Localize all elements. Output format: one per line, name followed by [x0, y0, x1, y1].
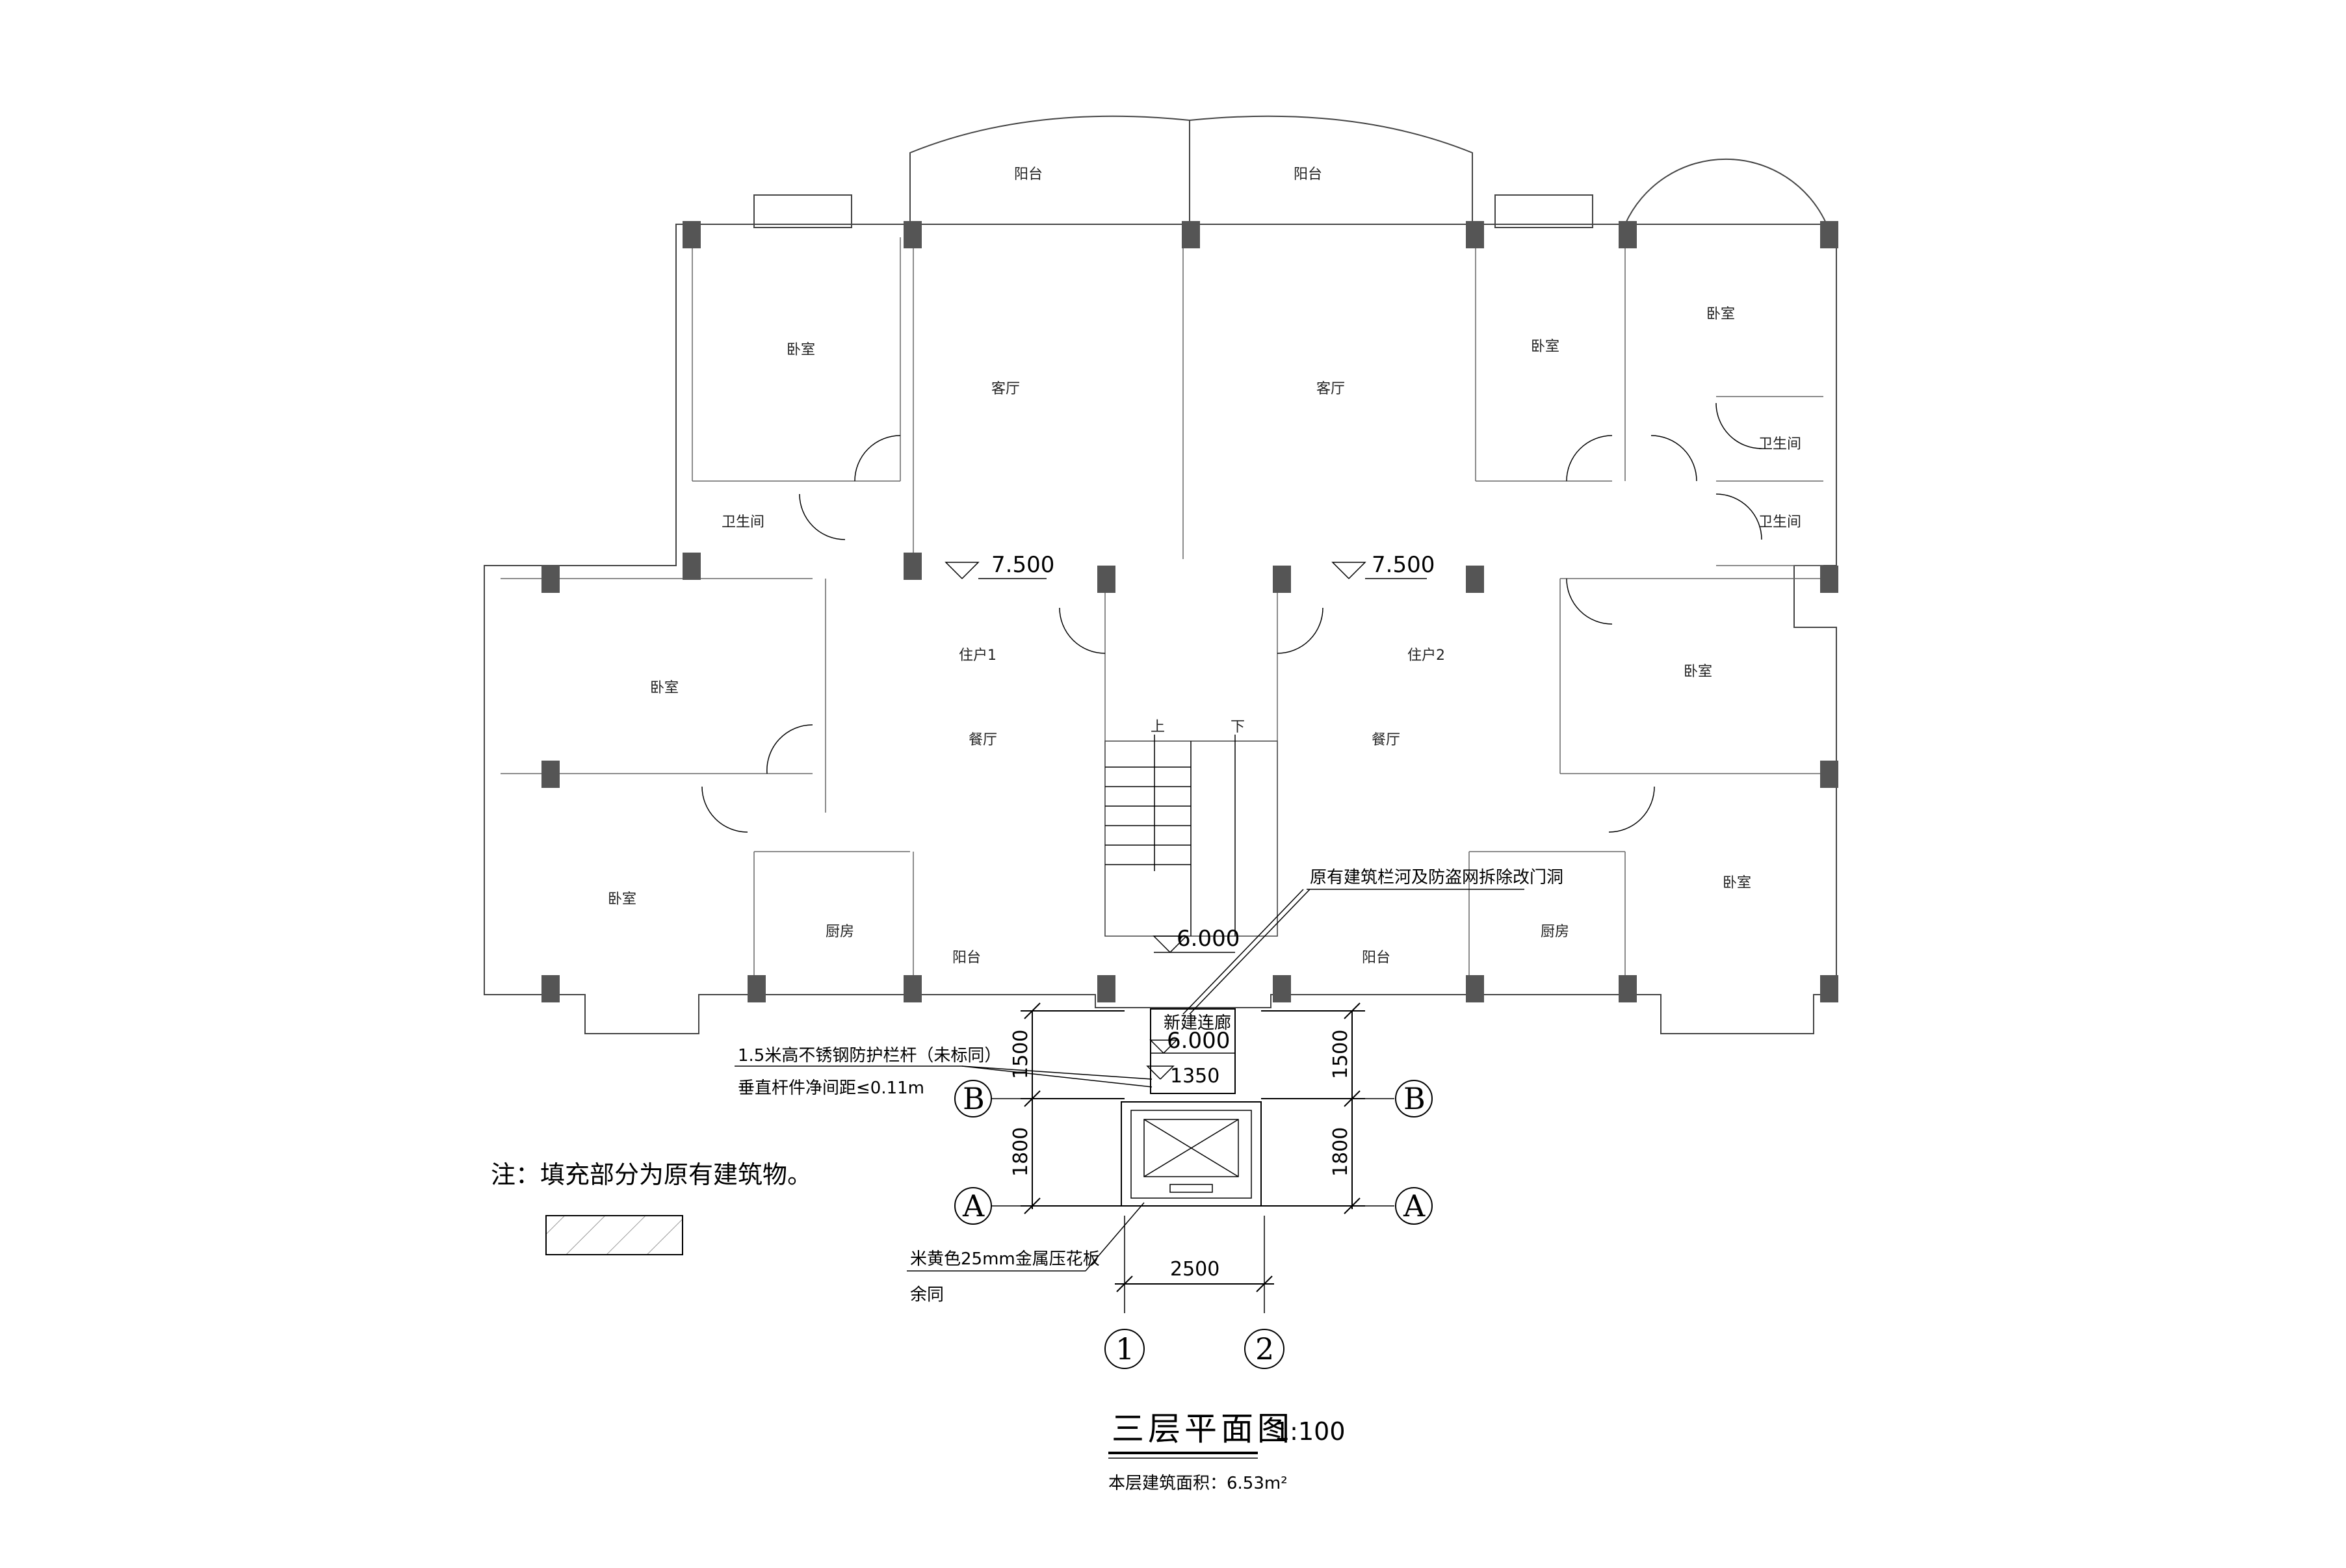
room-balcony-top-left: 阳台: [1014, 166, 1043, 183]
panel-note-line2: 余同: [910, 1285, 944, 1305]
bottom-dimension: [1115, 1275, 1274, 1292]
legend-hatch-swatch: [545, 1215, 683, 1255]
elevator-shaft: [1121, 1101, 1262, 1207]
axis-b-right: B: [1403, 1081, 1426, 1116]
room-bath-1: 卫生间: [722, 514, 764, 530]
axis-grid: [991, 1098, 1394, 1313]
dim-right-top: 1500: [1329, 1030, 1352, 1079]
elevation-stair: 6.000: [1177, 926, 1240, 952]
room-kitchen-1: 厨房: [826, 924, 854, 940]
legend-note: 注：填充部分为原有建筑物。: [491, 1160, 812, 1189]
railing-note-line2: 垂直杆件净间距≤0.11m: [738, 1078, 924, 1098]
room-bedroom-7: 卧室: [1723, 875, 1751, 891]
room-bedroom-3: 卧室: [1706, 306, 1735, 322]
room-unit-1: 住户1: [959, 647, 997, 664]
axis-1: 1: [1115, 1331, 1134, 1366]
new-corridor-label: 新建连廊: [1164, 1013, 1231, 1033]
corridor-width: 1350: [1170, 1065, 1219, 1088]
axis-bubbles: B B A A 1 2: [954, 1080, 1433, 1369]
room-bedroom-4: 卧室: [650, 680, 679, 696]
room-living-1: 客厅: [991, 381, 1020, 397]
room-bedroom-2: 卧室: [1531, 339, 1559, 355]
dim-bottom: 2500: [1170, 1258, 1219, 1281]
dim-left-bottom: 1800: [1010, 1127, 1032, 1177]
axis-b-left: B: [963, 1081, 985, 1116]
legend: 注：填充部分为原有建筑物。: [491, 1160, 812, 1255]
new-corridor: 新建连廊 6.000 1350: [1146, 1008, 1236, 1094]
panel-callout: [907, 1202, 1145, 1272]
title-block: 三层平面图 1:100 本层建筑面积：6.53m²: [1108, 1410, 1346, 1493]
panel-note-line1: 米黄色25mm金属压花板: [910, 1249, 1100, 1269]
railing-note-line1: 1.5米高不锈钢防护栏杆（未标同）: [738, 1046, 1001, 1065]
room-bedroom-5: 卧室: [1684, 664, 1712, 680]
room-dining-2: 餐厅: [1372, 732, 1400, 748]
stair: [1104, 735, 1278, 937]
axis-a-right: A: [1403, 1188, 1426, 1223]
existing-building: [484, 115, 1838, 1034]
stair-down-label: 下: [1231, 719, 1245, 735]
axis-a-left: A: [962, 1188, 985, 1223]
stair-up-label: 上: [1151, 719, 1165, 735]
drawing-scale: 1:100: [1274, 1417, 1346, 1446]
room-balcony-top-right: 阳台: [1294, 166, 1322, 183]
floor-area: 本层建筑面积：6.53m²: [1108, 1474, 1288, 1493]
room-bedroom-6: 卧室: [608, 891, 636, 908]
elevation-corridor: 6.000: [1167, 1028, 1230, 1054]
room-labels: 阳台 阳台 卧室 客厅 客厅 卧室 卧室 卫生间 卫生间 卫生间 住户1 住户2…: [608, 166, 1801, 966]
left-dimension-chain: [1021, 1002, 1125, 1214]
elevation-unit2: 7.500: [1372, 552, 1435, 578]
room-unit-2: 住户2: [1407, 647, 1445, 664]
room-bedroom-1: 卧室: [787, 342, 815, 358]
remove-railing-callout: 原有建筑栏河及防盗网拆除改门洞: [1182, 868, 1563, 1015]
room-bath-2: 卫生间: [1758, 436, 1801, 452]
structural-columns: [541, 221, 1838, 1002]
railing-callout: [735, 1065, 1153, 1088]
room-living-2: 客厅: [1316, 381, 1345, 397]
room-dining-1: 餐厅: [969, 732, 997, 748]
drawing-title: 三层平面图: [1112, 1410, 1294, 1448]
remove-railing-note: 原有建筑栏河及防盗网拆除改门洞: [1310, 868, 1563, 887]
room-balcony-bottom-1: 阳台: [952, 950, 981, 966]
room-balcony-bottom-2: 阳台: [1362, 950, 1390, 966]
axis-2: 2: [1255, 1331, 1274, 1366]
dim-right-bottom: 1800: [1329, 1127, 1352, 1177]
room-bath-3: 卫生间: [1758, 514, 1801, 530]
elevation-markers: 7.500 7.500 6.000: [945, 552, 1435, 953]
room-kitchen-2: 厨房: [1541, 924, 1569, 940]
elevation-unit1: 7.500: [991, 552, 1054, 578]
